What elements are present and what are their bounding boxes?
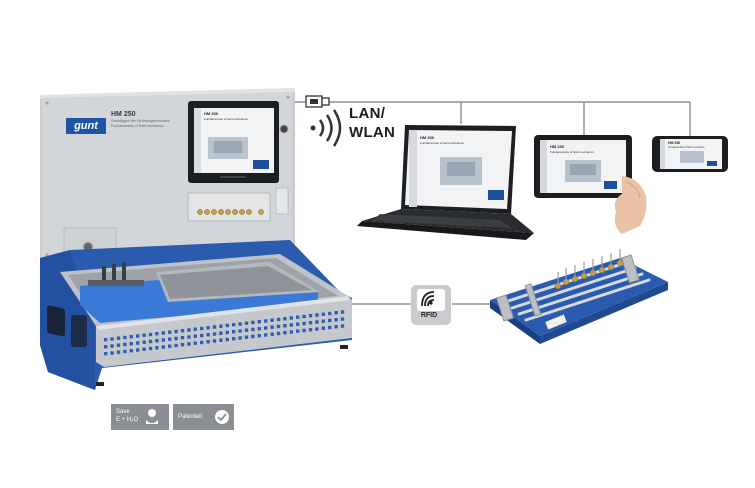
device-subtitle-de: Grundlagen der Strömungsmechanik [111, 119, 170, 123]
wlan-label: WLAN [349, 124, 396, 141]
front-vent-holes [104, 310, 345, 356]
lan-label: LAN/ [349, 105, 386, 122]
smartphone [652, 136, 728, 172]
rfid-label: RFID [420, 312, 438, 319]
wlan-signal-icon [310, 109, 342, 147]
laptop-screen-title: HM 250 [420, 135, 435, 140]
tablet [534, 135, 647, 234]
phone-screen-subtitle: Fundamentals of fluid mechanics [668, 146, 705, 149]
phone-screen-title: HM 250 [668, 141, 681, 145]
badge-save-line1: Save [116, 409, 130, 415]
device-subtitle-en: Fundamentals of fluid mechanics [111, 124, 164, 128]
lan-plug-icon [305, 95, 330, 108]
save-energy-water-badge [111, 404, 169, 430]
badge-patented-label: Patented [178, 414, 203, 420]
device-model-label: HM 250 [111, 111, 136, 118]
hm250-device [40, 88, 352, 390]
tablet-screen-subtitle: Fundamentals of fluid mechanics [550, 150, 594, 154]
device-screen-subtitle: Fundamentals of fluid mechanics [204, 117, 248, 121]
pipe-module [490, 249, 668, 344]
badge-save-line2: E + H₂O [116, 417, 139, 423]
patented-badge [173, 404, 234, 430]
laptop-screen-subtitle: Fundamentals of fluid mechanics [420, 141, 464, 145]
gunt-logo: gunt [66, 118, 106, 134]
hand-holding-tablet [614, 176, 647, 234]
device-screen-title: HM 250 [204, 111, 219, 116]
rfid-icon [411, 285, 451, 325]
tablet-screen-title: HM 250 [550, 144, 565, 149]
laptop [357, 125, 534, 240]
